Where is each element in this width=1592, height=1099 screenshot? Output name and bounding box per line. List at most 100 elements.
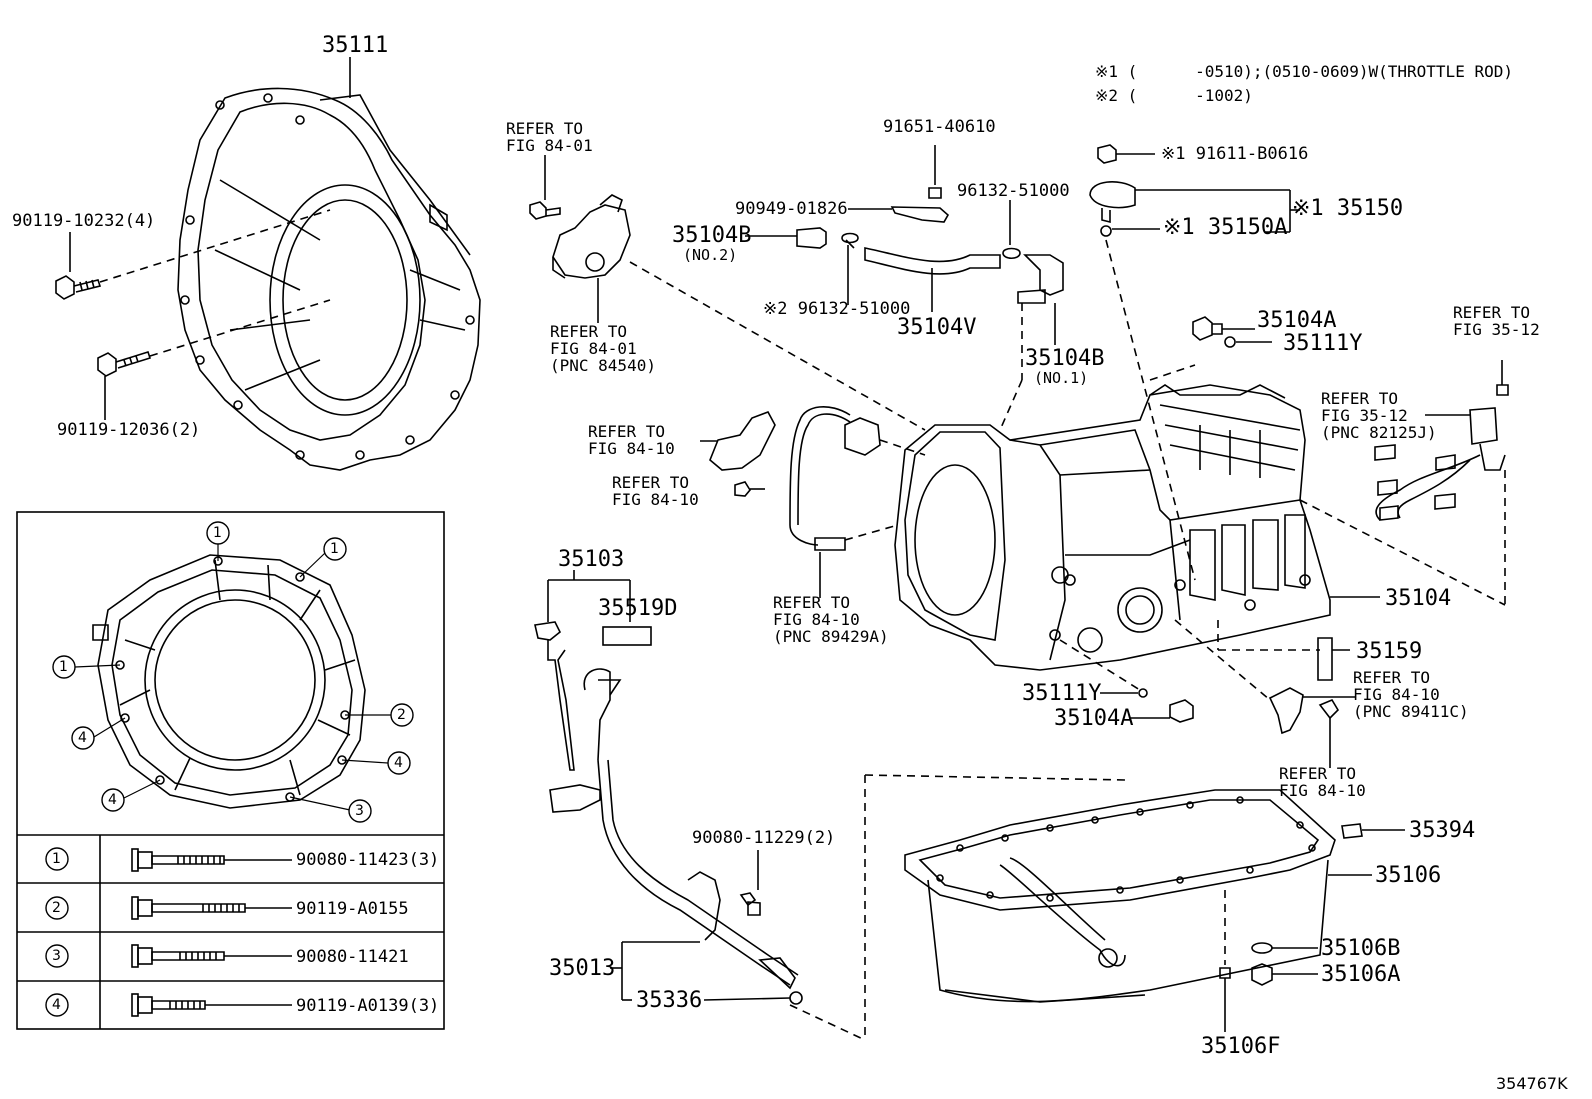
refer-fig-84-10-link[interactable]: FIG 84-10 [1279,781,1366,800]
filter-35159 [1317,637,1350,681]
part-35336-label[interactable]: 35336 [636,988,703,1013]
part-35111Y-top-label[interactable]: 35111Y [1283,331,1363,356]
part-35104A-bottom-label[interactable]: 35104A [1054,706,1134,731]
inset-callout: 2 [397,707,406,723]
leader [703,997,791,1001]
dashed-line [1149,364,1196,381]
bolt-table-key: 3 [52,948,61,964]
no2-label: (NO.2) [683,246,738,264]
pnc-84540-label[interactable]: (PNC 84540) [550,356,656,375]
bolt-icon-1 [131,848,292,872]
bolt-icon-4 [131,993,292,1017]
bolt-table-part[interactable]: 90080-11423(3) [296,850,440,870]
part-35519D-label[interactable]: 35519D [598,596,678,621]
refer-fig-35-12-link[interactable]: FIG 35-12 [1321,406,1408,425]
dashed-line [1299,499,1506,606]
bolt-icon-3 [131,944,292,968]
inset-callout: 1 [330,541,339,557]
refer-to-label: REFER TO [1453,303,1531,322]
part-35106A-label[interactable]: 35106A [1321,962,1401,987]
part-35104B-no1-label[interactable]: 35104B [1025,346,1105,371]
part-35111-label[interactable]: 35111 [322,33,389,58]
dashed-line [99,209,331,283]
pnc-89411C-label[interactable]: (PNC 89411C) [1353,702,1469,721]
refer-fig-35-12-link[interactable]: FIG 35-12 [1453,320,1540,339]
figure-id: 354767K [1496,1074,1568,1093]
part-35013-label[interactable]: 35013 [549,956,616,981]
inset-callout: 1 [213,525,222,541]
refer-to-label: REFER TO [506,119,584,138]
refer-fig-84-01-link[interactable]: FIG 84-01 [506,136,593,155]
refer-to-label: REFER TO [1353,668,1431,687]
part-90119-10232-label[interactable]: 90119-10232(4) [12,211,156,231]
dipstick-35103 [534,570,652,771]
inset-callout: 4 [394,755,403,771]
dashed-line [789,1004,866,1041]
refer-to-label: REFER TO [1321,389,1399,408]
bolt-table-key: 4 [52,997,61,1013]
refer-to-label: REFER TO [773,593,851,612]
bolt-table-part[interactable]: 90119-A0139(3) [296,996,440,1016]
part-90080-11229-label[interactable]: 90080-11229(2) [692,828,836,848]
part-35103-label[interactable]: 35103 [558,547,625,572]
inset-leaders [74,542,391,811]
part-96132-51000-bottom-label[interactable]: ※2 96132-51000 [763,299,911,319]
refer-fig-84-10-link[interactable]: FIG 84-10 [588,439,675,458]
no1-label: (NO.1) [1034,369,1089,387]
part-35104-label[interactable]: 35104 [1385,586,1452,611]
breather-hose-assembly [745,145,1064,345]
part-35150A-label[interactable]: ※1 35150A [1163,215,1288,240]
inset-callout: 4 [108,792,117,808]
dashed-line [864,774,1126,781]
plug-35104A-top [1192,316,1272,348]
refer-to-label: REFER TO [588,422,666,441]
bolt-table-part[interactable]: 90119-A0155 [296,899,409,919]
oil-pan-35106 [904,789,1336,1003]
part-35111Y-bottom-label[interactable]: 35111Y [1022,681,1102,706]
dashed-line [1174,619,1271,701]
inset-frame [16,511,445,1030]
part-35150-label[interactable]: ※1 35150 [1292,196,1404,221]
dipstick-tube-35013 [549,668,803,1005]
solenoid-wire-harness [1374,360,1509,521]
note-2: ※2 ( -1002) [1095,86,1253,105]
drain-plug-35106-parts [1219,942,1318,1032]
bolt-table-key: 1 [52,851,61,867]
bolt-90119-10232 [55,275,102,300]
bolt-table-part[interactable]: 90080-11421 [296,947,409,967]
part-91651-40610-label[interactable]: 91651-40610 [883,117,996,137]
dashed-line [149,299,331,357]
refer-fig-84-10-link[interactable]: FIG 84-10 [773,610,860,629]
dashed-line [844,524,899,541]
bolt-table-key: 2 [52,900,61,916]
pnc-89429A-label[interactable]: (PNC 89429A) [773,627,889,646]
neutral-start-switch [529,194,631,279]
bell-housing [177,87,481,471]
speed-sensor-89411C [1268,687,1355,768]
part-35104A-top-label[interactable]: 35104A [1257,308,1337,333]
drain-plug-bottom [1100,688,1194,723]
part-90119-12036-label[interactable]: 90119-12036(2) [57,420,201,440]
dashed-line [999,379,1023,431]
part-35106B-label[interactable]: 35106B [1321,936,1401,961]
part-35106F-label[interactable]: 35106F [1201,1034,1281,1059]
pnc-82125J-label[interactable]: (PNC 82125J) [1321,423,1437,442]
transmission-case [894,384,1331,671]
dashed-line [879,439,926,456]
refer-fig-84-10-link[interactable]: FIG 84-10 [1353,685,1440,704]
refer-fig-84-01-link[interactable]: FIG 84-01 [550,339,637,358]
part-90949-01826-label[interactable]: 90949-01826 [735,199,848,219]
part-96132-51000-top-label[interactable]: 96132-51000 [957,181,1070,201]
part-91611-B0616-label[interactable]: ※1 91611-B0616 [1161,144,1309,164]
part-35104B-no2-label[interactable]: 35104B [672,223,752,248]
bolt-90080-11229 [739,850,761,916]
inset-callout: 1 [59,659,68,675]
part-35104V-label[interactable]: 35104V [897,315,977,340]
bolt-icon-2 [131,896,292,920]
part-35159-label[interactable]: 35159 [1356,639,1423,664]
refer-fig-84-10-link[interactable]: FIG 84-10 [612,490,699,509]
part-35106-label[interactable]: 35106 [1375,863,1442,888]
inset-callout: 4 [78,730,87,746]
part-35394-label[interactable]: 35394 [1409,818,1476,843]
